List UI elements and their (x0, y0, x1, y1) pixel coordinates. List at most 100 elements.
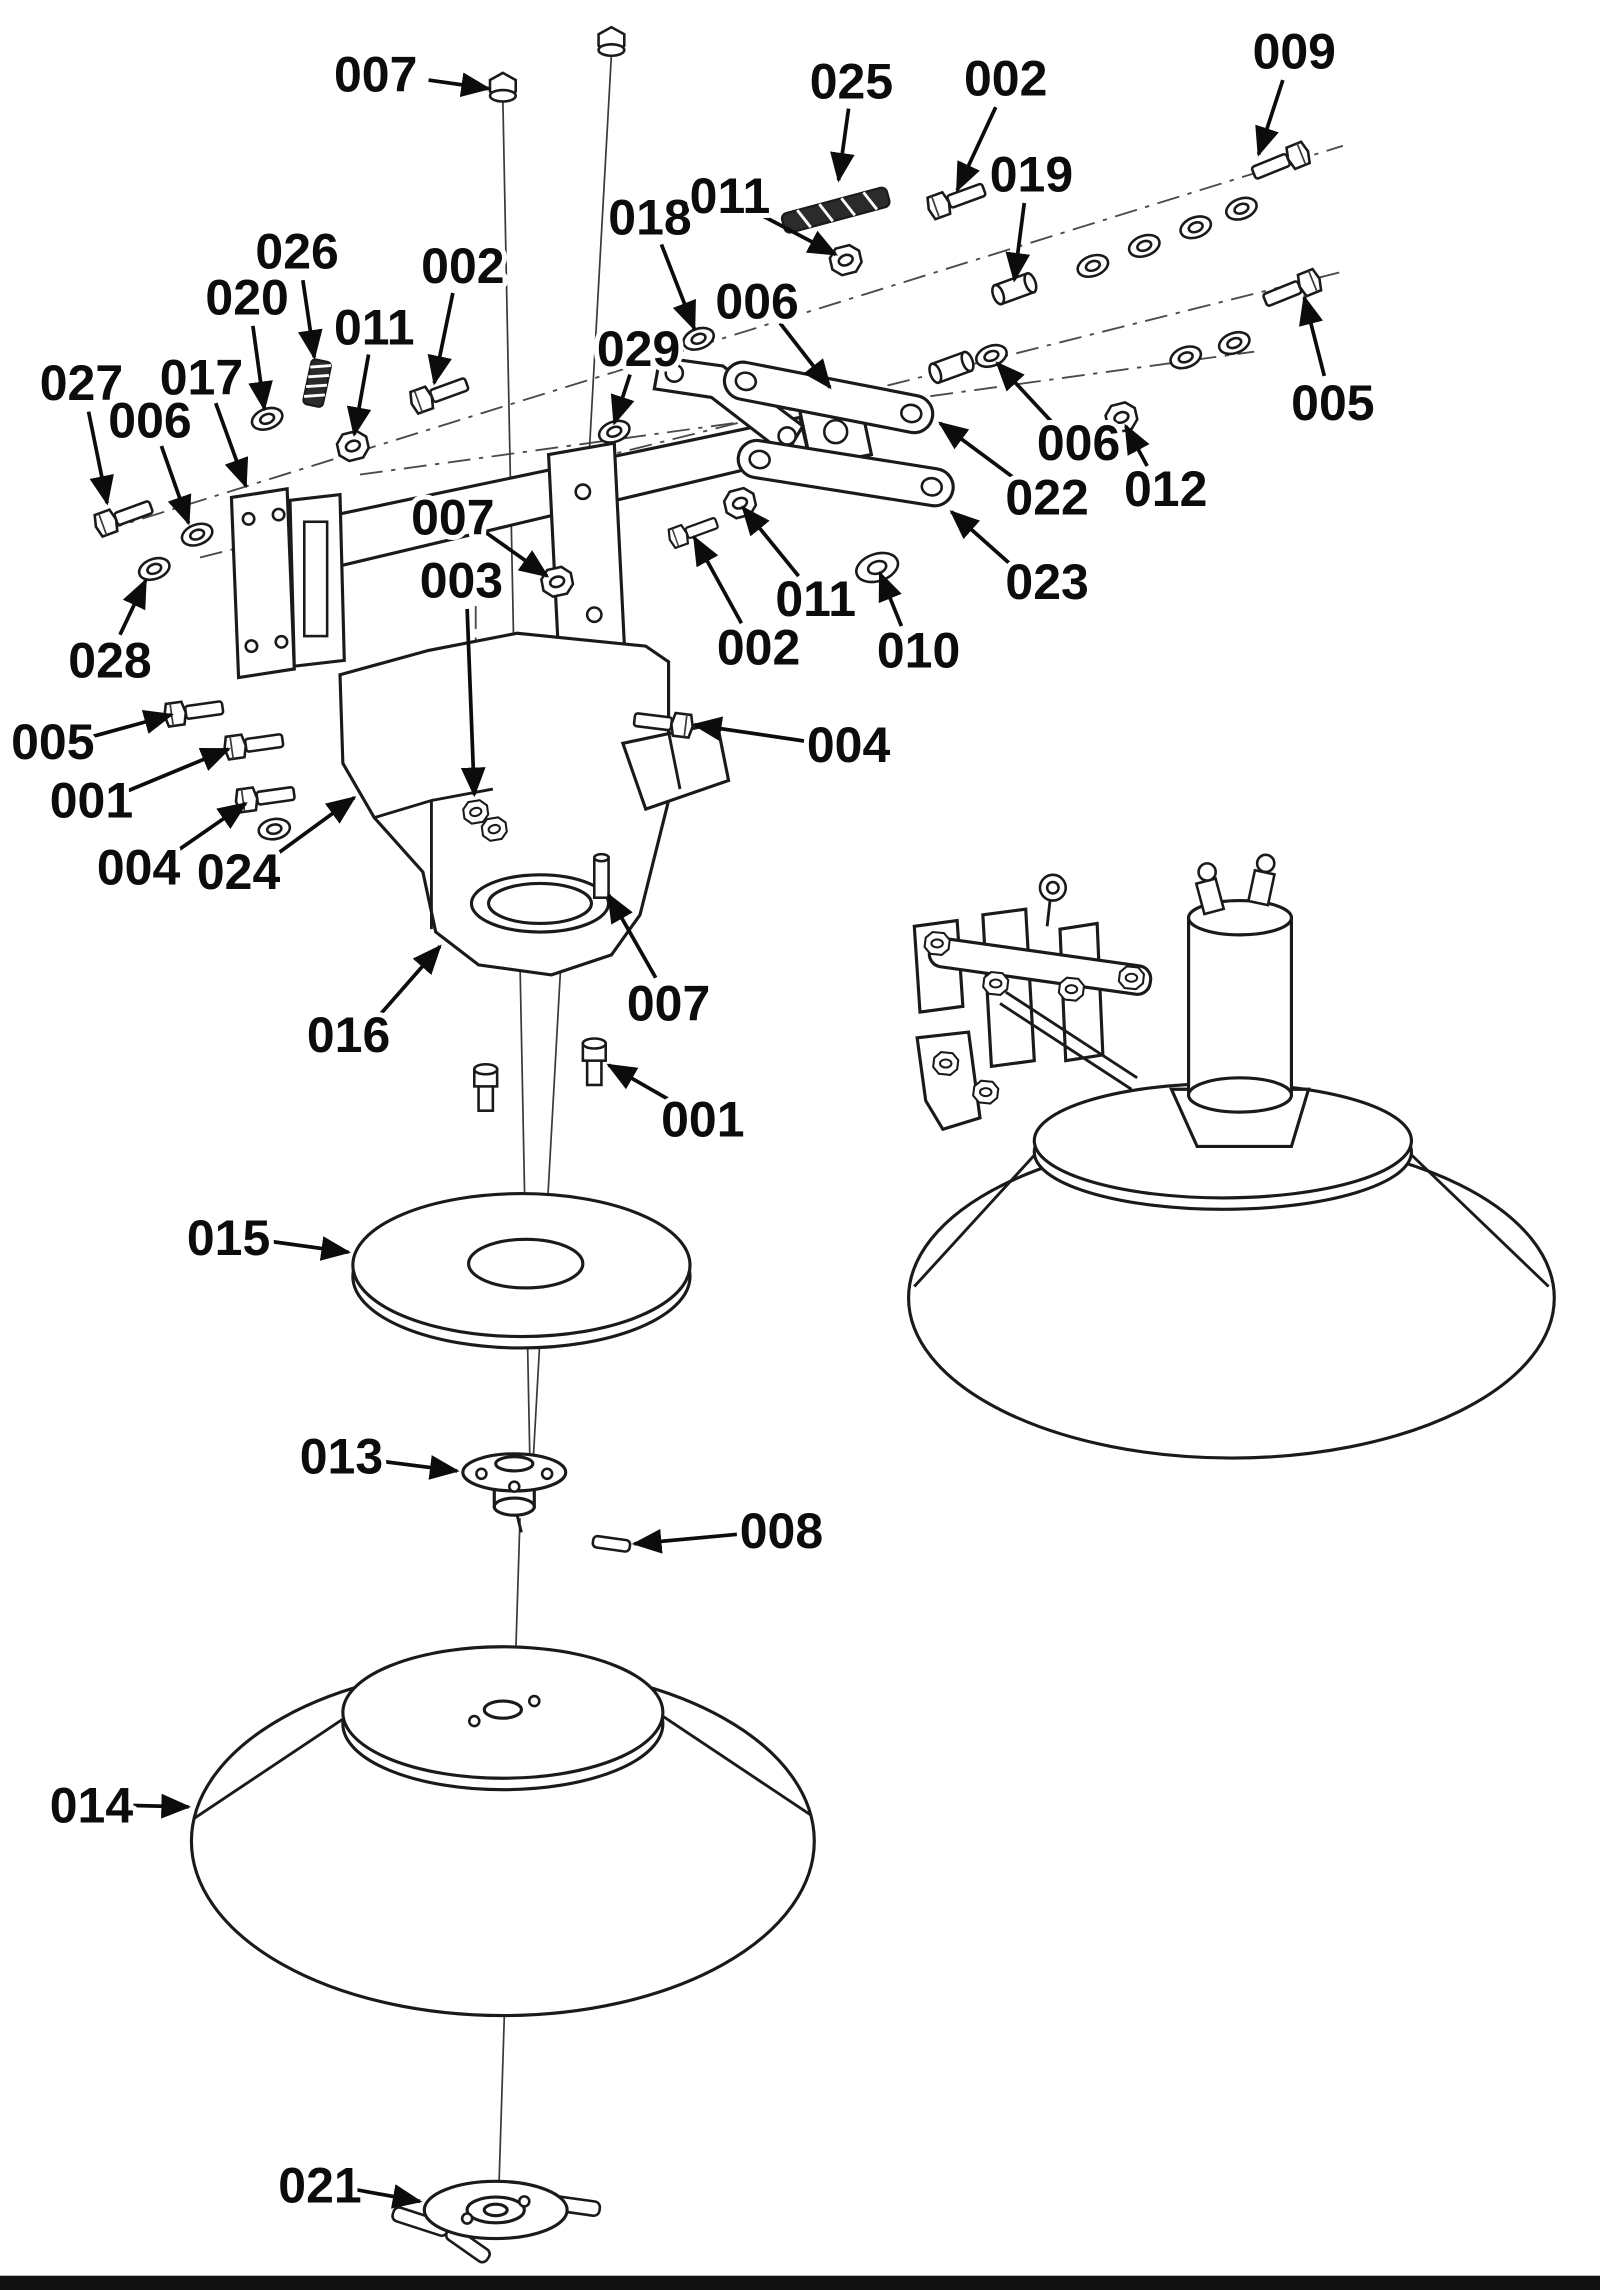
part-label-005: 005 (6, 709, 174, 775)
part-label-025: 025 (805, 48, 898, 183)
leader-line (606, 1063, 677, 1106)
leader-line (356, 2184, 423, 2209)
disc-014 (189, 1645, 816, 2018)
part-label-008: 008 (631, 1498, 828, 1564)
motor (1187, 853, 1293, 1114)
part-number-text: 029 (597, 321, 680, 377)
leader-line (878, 570, 904, 627)
part-label-027: 027 (35, 350, 128, 506)
part-label-029: 029 (592, 316, 685, 426)
nut-top (597, 25, 626, 58)
leader-line (1299, 294, 1327, 377)
part-number-text: 014 (50, 1777, 134, 1833)
part-number-text: 004 (97, 840, 181, 896)
screw-001 (581, 1037, 608, 1087)
part-label-021: 021 (273, 2153, 423, 2219)
part-label-011: 011 (741, 505, 861, 632)
part-label-014: 014 (45, 1772, 192, 1838)
link-023 (736, 438, 955, 508)
part-number-text: 024 (197, 844, 281, 900)
leader-line (759, 212, 838, 257)
axis-line (99, 144, 1344, 533)
carrier-housing-016 (338, 631, 731, 977)
part-number-text: 018 (608, 189, 691, 245)
part-number-text: 008 (740, 1503, 823, 1559)
part-number-text: 021 (278, 2158, 361, 2214)
leader-line (159, 445, 192, 526)
part-label-007: 007 (329, 41, 492, 107)
part-label-010: 010 (872, 570, 965, 683)
part-number-text: 025 (810, 53, 893, 109)
part-label-006: 006 (710, 269, 832, 390)
part-number-text: 022 (1005, 469, 1088, 525)
part-label-004: 004 (92, 801, 248, 901)
leader-line (691, 716, 811, 744)
part-number-text: 005 (1291, 375, 1374, 431)
part-label-001: 001 (45, 747, 231, 834)
leader-line (428, 72, 492, 98)
part-number-text: 001 (661, 1091, 744, 1147)
washer-006 (971, 339, 1011, 373)
part-number-text: 007 (411, 489, 494, 545)
part-label-011: 011 (685, 163, 838, 257)
part-label-002: 002 (692, 535, 805, 681)
leader-line (213, 402, 249, 489)
leader-line (128, 1793, 192, 1819)
part-number-text: 002 (964, 51, 1047, 107)
bolt-009 (1248, 139, 1314, 186)
part-number-text: 011 (334, 299, 415, 355)
bolt-004 (233, 780, 297, 815)
spacer-006 (925, 349, 977, 386)
part-label-011: 011 (329, 294, 420, 437)
part-number-text: 013 (300, 1429, 383, 1485)
part-number-text: 001 (50, 772, 133, 828)
part-label-018: 018 (603, 184, 697, 332)
part-label-028: 028 (63, 578, 157, 693)
leader-line (460, 608, 486, 798)
leader-line (481, 528, 550, 578)
washer-024 (255, 815, 293, 843)
hub-013 (461, 1452, 568, 1533)
part-label-023: 023 (949, 510, 1094, 615)
leader-line (268, 796, 357, 861)
leader-line (692, 535, 744, 625)
assembled-unit (907, 853, 1556, 1460)
spring-025 (780, 186, 891, 234)
part-label-024: 024 (192, 796, 357, 905)
part-label-007: 007 (606, 892, 715, 1036)
washer-010 (851, 546, 904, 589)
leader-line (170, 801, 248, 857)
diagram-artwork (90, 25, 1556, 2264)
part-number-text: 004 (807, 717, 891, 773)
leader-line (955, 106, 998, 193)
leader-line (1005, 202, 1031, 283)
part-number-text: 020 (205, 269, 288, 325)
leader-line (830, 108, 855, 183)
part-label-022: 022 (938, 421, 1094, 530)
part-number-text: 002 (717, 620, 800, 676)
washer-020 (247, 402, 287, 435)
part-number-text: 011 (690, 168, 771, 224)
washer-006 (177, 518, 217, 551)
part-number-text: 006 (715, 274, 798, 330)
part-number-text: 017 (160, 349, 243, 405)
leader-line (741, 505, 801, 578)
stud-007 (593, 852, 610, 899)
part-label-002: 002 (955, 46, 1052, 193)
part-number-text: 005 (11, 714, 94, 770)
part-number-text: 010 (877, 622, 960, 678)
part-number-text: 023 (1005, 554, 1088, 610)
bolt-007-top (488, 71, 517, 103)
disc-015 (351, 1192, 692, 1350)
bolt-005 (161, 694, 226, 729)
leader-line (346, 354, 372, 437)
leader-line (1124, 423, 1150, 467)
part-number-text: 002 (421, 238, 504, 294)
washer (1073, 249, 1113, 282)
leader-line (606, 892, 658, 979)
part-label-004: 004 (691, 712, 895, 778)
blade-spider-021 (391, 2179, 602, 2264)
part-number-text: 003 (420, 552, 503, 608)
